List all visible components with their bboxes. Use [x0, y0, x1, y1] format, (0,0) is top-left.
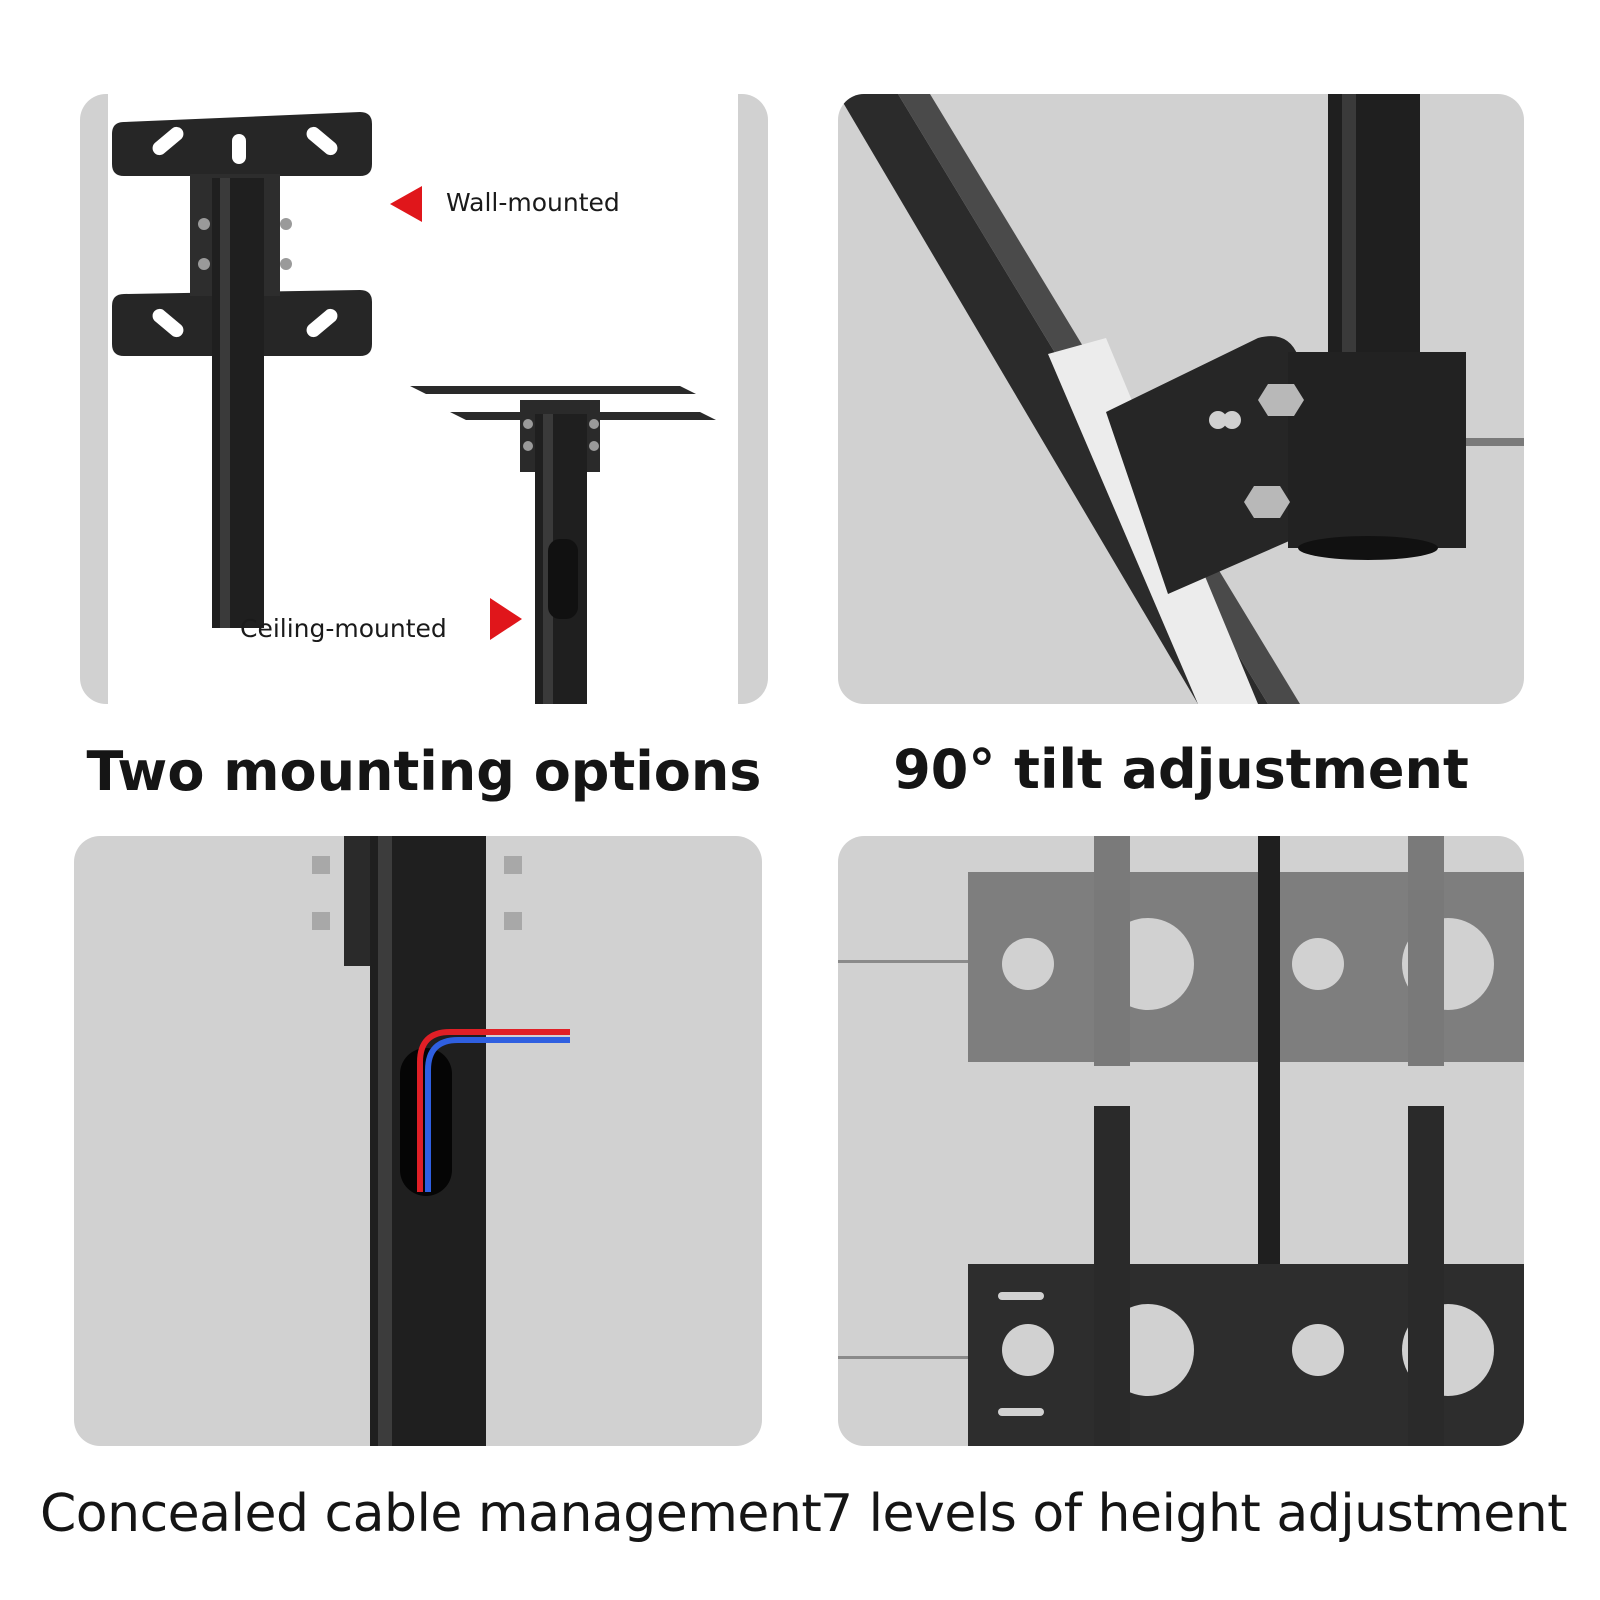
tilt-adjustment-image	[838, 94, 1524, 704]
height-adjustment-image	[838, 836, 1524, 1446]
caption-two-mounting-options: Two mounting options	[86, 740, 762, 803]
mounting-options-image	[80, 94, 768, 704]
ceiling-mounted-label: Ceiling-mounted	[240, 614, 447, 643]
caption-height-adjustment: 7 levels of height adjustment	[820, 1484, 1568, 1544]
wall-mount-bracket	[112, 112, 372, 628]
wall-arrow-icon	[390, 186, 422, 222]
wall-mounted-label: Wall-mounted	[446, 188, 620, 217]
mounting-options-illustration	[108, 94, 738, 704]
tilt-adjustment-illustration	[838, 94, 1524, 704]
cable-management-image	[74, 836, 762, 1446]
cable-management-illustration	[312, 836, 570, 1446]
caption-tilt-adjustment: 90° tilt adjustment	[893, 738, 1469, 801]
height-adjustment-illustration	[838, 836, 1524, 1446]
ceiling-mount-bracket	[410, 386, 716, 704]
ceiling-arrow-icon	[490, 598, 522, 640]
caption-cable-management: Concealed cable management	[40, 1484, 822, 1544]
